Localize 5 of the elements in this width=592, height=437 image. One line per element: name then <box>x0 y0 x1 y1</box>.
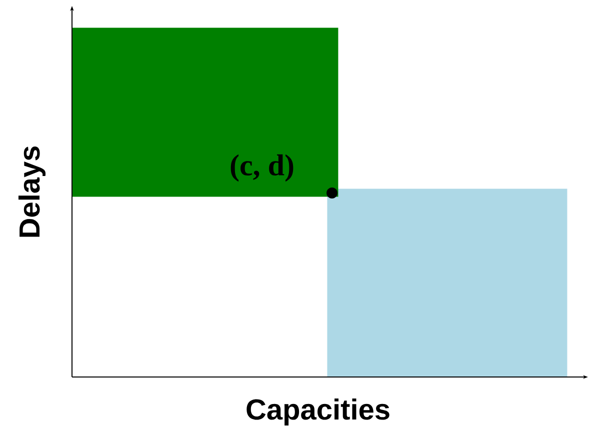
point-label: (c, d) <box>230 154 294 182</box>
region-box <box>72 28 338 197</box>
region-box <box>327 188 568 377</box>
axis-label: Delays <box>18 146 46 237</box>
axis-label: Capacities <box>246 398 390 426</box>
